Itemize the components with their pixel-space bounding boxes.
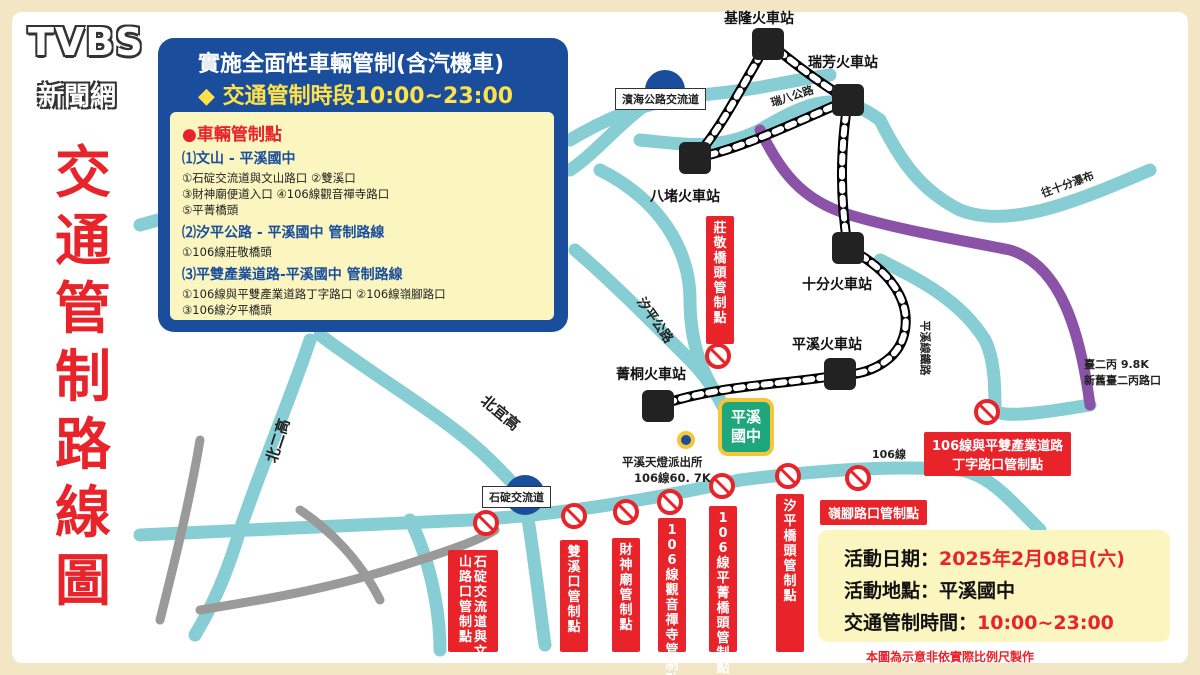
pingxi-station-label: 平溪火車站 bbox=[792, 337, 862, 353]
title-char: 圖 bbox=[55, 549, 111, 614]
event-date-label: 活動日期： bbox=[844, 548, 940, 570]
title-char: 制 bbox=[55, 345, 111, 410]
keelung-station-icon bbox=[752, 28, 784, 60]
event-time-label: 交通管制時間： bbox=[844, 612, 978, 634]
shifen-station-icon bbox=[832, 232, 864, 264]
police-km-label: 106線60. 7K bbox=[634, 471, 711, 485]
shiding-wenshan-control-label: 山路口管制點石碇交流道與文 bbox=[448, 550, 498, 660]
r106-label: 106線 bbox=[872, 448, 906, 461]
section-item: ③106線汐平橋頭 bbox=[182, 303, 272, 317]
shuangxi-control-label: 雙溪口管制點 bbox=[560, 540, 588, 652]
road-south-2 bbox=[403, 513, 447, 657]
title-char: 管 bbox=[55, 277, 111, 342]
no-entry-signs bbox=[473, 343, 1000, 536]
jingtong-station-icon bbox=[642, 390, 674, 422]
ruifang-station-icon bbox=[832, 84, 864, 116]
road-top-right bbox=[873, 113, 1157, 223]
panel-heading: 實施全面性車輛管制(含汽機車) bbox=[198, 52, 505, 77]
event-place-row: 活動地點：平溪國中 bbox=[844, 576, 1015, 603]
badu-station-label: 八堵火車站 bbox=[650, 189, 720, 205]
section-item: ③財神廟便道入口 ④106線觀音禪寺路口 bbox=[182, 187, 390, 201]
road-right bbox=[873, 253, 1097, 421]
panel-time-heading: ◆ 交通管制時段10:00~23:00 bbox=[198, 84, 514, 109]
section-item: ①106線與平雙產業道路丁字路口 ②106線嶺腳路口 bbox=[182, 287, 446, 301]
tvbs-logo: 2025 TVBS 新聞網 bbox=[10, 20, 180, 120]
title-char: 通 bbox=[55, 209, 111, 274]
r106-pingshuang-control-label: 106線與平雙產業道路 丁字路口管制點 bbox=[924, 432, 1072, 476]
event-info-box: 活動日期：2025年2月08日(六) 活動地點：平溪國中 交通管制時間：10:0… bbox=[818, 530, 1170, 642]
label-column: 山路口管制點 bbox=[458, 555, 472, 645]
map-title-vertical: 交 通 管 制 路 線 圖 bbox=[38, 140, 128, 616]
event-date-row: 活動日期：2025年2月08日(六) bbox=[844, 544, 1125, 571]
road-gray-1 bbox=[155, 435, 205, 625]
school-name-line1: 平溪 bbox=[730, 408, 761, 426]
tai2bing-label: 臺二丙 9.8K bbox=[1084, 358, 1149, 371]
school-name-line2: 國中 bbox=[730, 427, 761, 445]
r106-pingshuang-line2: 丁字路口管制點 bbox=[952, 458, 1044, 473]
police-station-label: 平溪天燈派出所 bbox=[622, 455, 703, 469]
jingtong-station-label: 菁桐火車站 bbox=[616, 367, 686, 383]
police-station-icon bbox=[677, 431, 695, 449]
guanyin-control-label: 106線觀音禪寺管制點 bbox=[658, 518, 686, 675]
section-title: ⑴文山 - 平溪國中 bbox=[182, 151, 296, 167]
station-icons bbox=[642, 28, 864, 422]
brand-text: TVBS bbox=[28, 20, 144, 64]
event-place-label: 活動地點： bbox=[844, 580, 940, 602]
scale-note: 本圖為示意非依實際比例尺製作 bbox=[866, 650, 1035, 664]
lingjiao-control-label: 嶺腳路口管制點 bbox=[820, 500, 928, 525]
control-points-title: ●車輛管制點 bbox=[182, 125, 282, 145]
road-gray-3 bbox=[295, 505, 385, 605]
event-time-value: 10:00~23:00 bbox=[977, 612, 1114, 634]
section-title: ⑵汐平公路 - 平溪國中 管制路線 bbox=[182, 225, 385, 241]
shifen-station-label: 十分火車站 bbox=[802, 277, 872, 293]
section-item: ①石碇交流道與文山路口 ②雙溪口 bbox=[182, 171, 356, 185]
r106-pingshuang-line1: 106線與平雙產業道路 bbox=[932, 439, 1064, 454]
event-time-row: 交通管制時間：10:00~23:00 bbox=[844, 608, 1114, 635]
zhuangjing-control-label: 莊敬橋頭管制點 bbox=[706, 216, 734, 344]
control-points-list: ●車輛管制點 ⑴文山 - 平溪國中 ①石碇交流道與文山路口 ②雙溪口 ③財神廟便… bbox=[170, 112, 554, 320]
title-char: 交 bbox=[55, 141, 111, 206]
road-xiping bbox=[568, 243, 737, 427]
xiping-bridge-control-label: 汐平橋頭管制點 bbox=[776, 494, 804, 652]
pingxi-line-label: 平溪線鐵路 bbox=[918, 320, 932, 376]
control-info-panel: 實施全面性車輛管制(含汽機車) ◆ 交通管制時段10:00~23:00 ●車輛管… bbox=[158, 38, 568, 332]
title-char: 線 bbox=[55, 481, 111, 546]
road-south-1 bbox=[518, 493, 552, 652]
title-char: 路 bbox=[55, 413, 111, 478]
shiding-interchange-tag: 石碇交流道 bbox=[482, 486, 551, 508]
coastal-interchange-tag: 濱海公路交流道 bbox=[615, 88, 706, 110]
badu-station-icon bbox=[679, 142, 711, 174]
road-purple bbox=[754, 124, 1096, 411]
pingxi-station-icon bbox=[824, 358, 856, 390]
pingxi-junior-high-marker: 平溪 國中 bbox=[718, 398, 774, 456]
keelung-station-label: 基隆火車站 bbox=[724, 11, 794, 27]
channel-text: 新聞網 bbox=[38, 82, 117, 112]
event-place-value: 平溪國中 bbox=[939, 580, 1016, 602]
xin-jiu-tai2-label: 新舊臺二丙路口 bbox=[1084, 374, 1161, 387]
section-title: ⑶平雙產業道路-平溪國中 管制路線 bbox=[182, 267, 403, 283]
section-item: ①106線莊敬橋頭 bbox=[182, 245, 272, 259]
road-upper-left bbox=[133, 213, 165, 232]
caishen-control-label: 財神廟管制點 bbox=[612, 538, 640, 652]
label-column: 石碇交流道與文 bbox=[473, 555, 487, 660]
road-gray-2 bbox=[195, 525, 500, 615]
event-date-value: 2025年2月08日(六) bbox=[939, 548, 1125, 570]
ruifang-station-label: 瑞芳火車站 bbox=[808, 55, 878, 71]
section-item: ⑤平菁橋頭 bbox=[182, 203, 239, 217]
